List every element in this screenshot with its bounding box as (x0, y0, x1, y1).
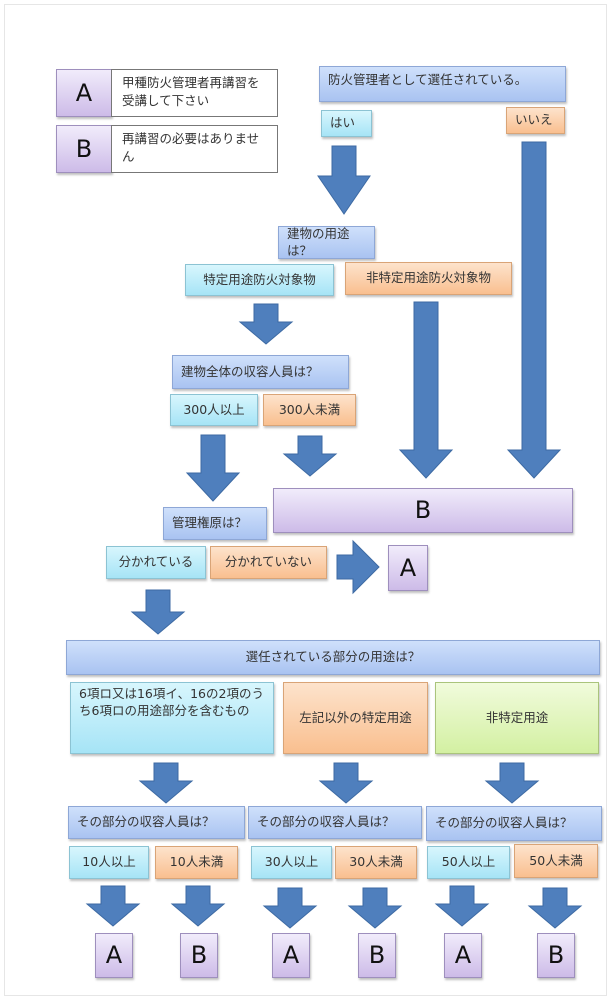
page-frame (4, 4, 607, 996)
arrow-down-non-specific-long (398, 301, 454, 479)
question-building-use: 建物の用途は？ (278, 226, 375, 259)
branch-1-question: その部分の収容人員は？ (68, 806, 245, 839)
branch-3-no: 50人未満 (514, 844, 598, 878)
arrow-down-no-q1-long (506, 141, 562, 479)
branch-2-yes: 30人以上 (251, 846, 332, 879)
result-branch-3-no: B (537, 933, 575, 978)
branch-3-yes: 50人以上 (427, 846, 510, 879)
result-branch-1-no: B (180, 933, 218, 978)
arrow-down-option-1 (138, 762, 194, 804)
arrow-down-option-2 (318, 762, 374, 804)
legend-key-b: B (56, 125, 112, 173)
arrow-down-branch-1-yes (85, 885, 141, 927)
arrow-down-branch-3-no (527, 887, 583, 929)
branch-2-question: その部分の収容人員は？ (248, 806, 422, 839)
option-6-ro: 6項ロ又は16項イ、16の2項のうち6項ロの用途部分を含むもの (70, 682, 274, 754)
question-total-capacity: 建物全体の収容人員は？ (172, 355, 349, 389)
answer-non-specific-use: 非特定用途防火対象物 (345, 262, 512, 295)
legend-text-a: 甲種防火管理者再講習を受講して下さい (111, 69, 278, 117)
answer-specific-use: 特定用途防火対象物 (185, 264, 334, 296)
branch-2-no: 30人未満 (335, 846, 417, 879)
result-branch-1-yes: A (95, 933, 133, 978)
arrow-down-branch-2-no (347, 887, 403, 929)
legend-key-a: A (56, 69, 112, 117)
answer-not-divided: 分かれていない (210, 546, 327, 579)
legend-text-b: 再講習の必要はありません (111, 125, 278, 173)
question-appointed-part-use: 選任されている部分の用途は？ (66, 640, 600, 675)
branch-3-question: その部分の収容人員は？ (426, 806, 602, 841)
arrow-down-branch-3-yes (434, 885, 490, 927)
arrow-down-yes-q1 (317, 145, 371, 215)
arrow-down-divided (130, 589, 186, 635)
result-branch-2-yes: A (272, 933, 310, 978)
arrow-down-branch-2-yes (262, 887, 318, 929)
answer-300-or-more: 300人以上 (170, 394, 258, 426)
arrow-down-300-or-more (185, 434, 241, 502)
arrow-down-under-300 (282, 435, 338, 477)
question-appointed: 防火管理者として選任されている。 (319, 66, 566, 102)
answer-divided: 分かれている (106, 546, 206, 579)
answer-no: いいえ (506, 107, 565, 134)
arrow-down-branch-1-no (170, 885, 226, 927)
option-other-specific: 左記以外の特定用途 (283, 682, 428, 754)
result-a-management: A (388, 545, 428, 591)
answer-yes: はい (321, 110, 372, 137)
result-branch-2-no: B (358, 933, 396, 978)
arrow-down-option-3 (484, 762, 540, 804)
arrow-down-specific-use (238, 303, 294, 345)
result-b-wide: B (273, 488, 573, 533)
question-management-authority: 管理権原は？ (163, 507, 267, 540)
branch-1-no: 10人未満 (155, 846, 238, 879)
answer-under-300: 300人未満 (263, 394, 356, 426)
option-non-specific: 非特定用途 (435, 682, 599, 754)
arrow-right-not-divided (336, 539, 380, 595)
result-branch-3-yes: A (444, 933, 482, 978)
branch-1-yes: 10人以上 (69, 846, 149, 879)
